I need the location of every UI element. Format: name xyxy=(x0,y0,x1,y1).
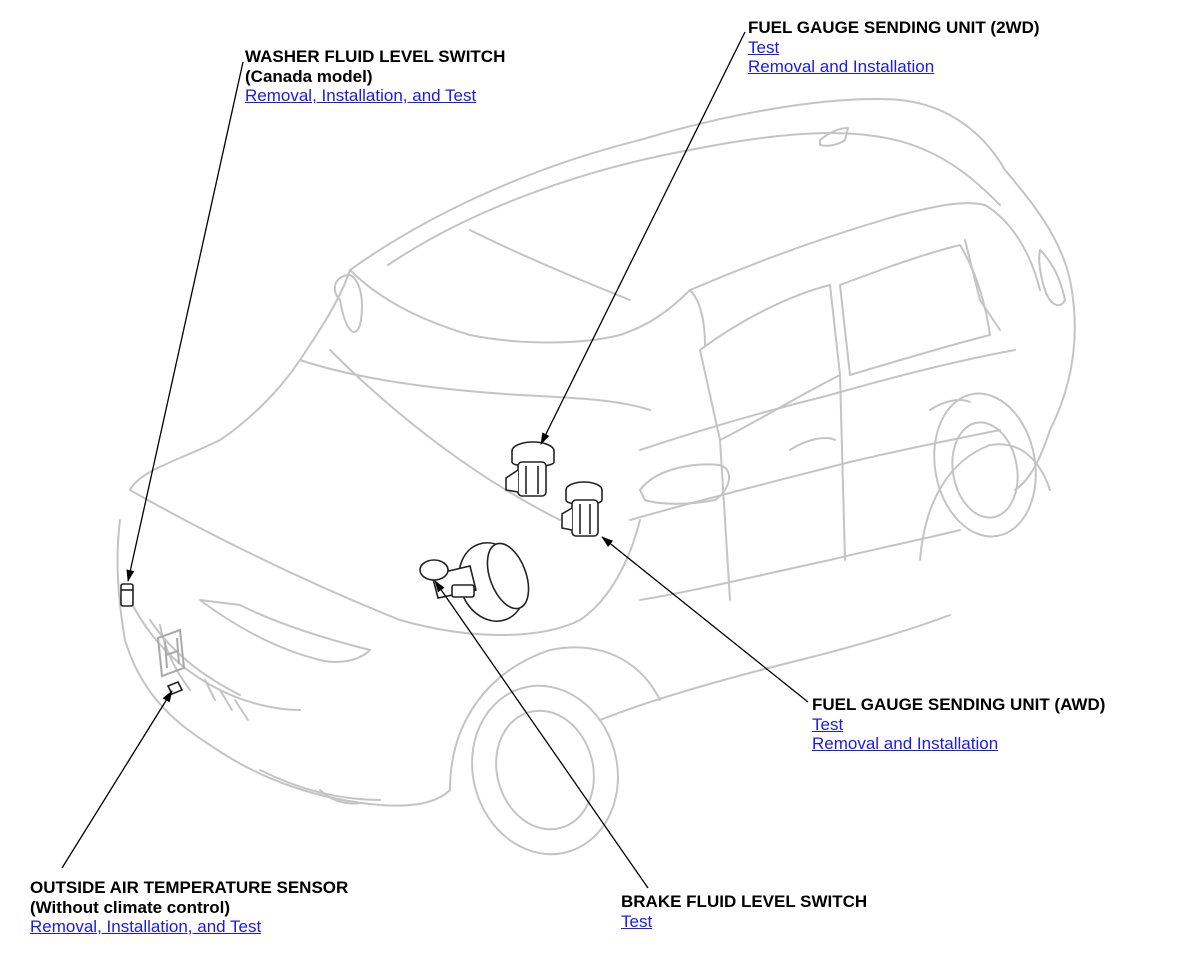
oat-callout-subtitle: (Without climate control) xyxy=(30,897,231,917)
brake-fluid-level-switch-part xyxy=(419,542,530,622)
washer-leader-line xyxy=(126,61,244,582)
fuel-gauge-sending-unit-awd-part xyxy=(561,481,603,537)
washer-callout-subtitle: (Canada model) xyxy=(245,66,373,86)
fuel-2wd-test-link[interactable]: Test xyxy=(748,37,780,57)
oat-callout-title: OUTSIDE AIR TEMPERATURE SENSOR xyxy=(30,878,349,897)
brake-fluid-level-switch-callout: BRAKE FLUID LEVEL SWITCH Test xyxy=(621,892,867,931)
brake-test-link[interactable]: Test xyxy=(621,911,653,931)
oat-leader-line xyxy=(61,690,173,869)
outside-air-temperature-sensor-part xyxy=(166,680,184,696)
fuel-2wd-removal-installation-link[interactable]: Removal and Installation xyxy=(748,57,935,76)
fuel-awd-test-link[interactable]: Test xyxy=(812,714,844,734)
washer-fluid-level-switch-callout: WASHER FLUID LEVEL SWITCH (Canada model)… xyxy=(245,47,505,106)
fuel-gauge-sending-unit-awd-callout: FUEL GAUGE SENDING UNIT (AWD) Test Remov… xyxy=(812,695,1105,754)
brake-callout-title: BRAKE FLUID LEVEL SWITCH xyxy=(621,892,868,911)
fuel-awd-leader-line xyxy=(601,536,809,703)
honda-emblem xyxy=(156,628,186,678)
fuel-awd-callout-title: FUEL GAUGE SENDING UNIT (AWD) xyxy=(812,695,1106,714)
fuel-gauge-sending-unit-2wd-part xyxy=(505,441,555,497)
washer-fluid-level-switch-part xyxy=(120,583,134,607)
washer-removal-installation-test-link[interactable]: Removal, Installation, and Test xyxy=(245,86,477,105)
fuel-2wd-callout-title: FUEL GAUGE SENDING UNIT (2WD) xyxy=(748,18,1040,37)
fuel-2wd-leader-line xyxy=(540,31,746,445)
outside-air-temperature-sensor-callout: OUTSIDE AIR TEMPERATURE SENSOR (Without … xyxy=(30,878,348,937)
oat-removal-installation-test-link[interactable]: Removal, Installation, and Test xyxy=(30,917,262,936)
washer-callout-title: WASHER FLUID LEVEL SWITCH xyxy=(245,47,506,66)
leader-lines xyxy=(61,31,809,889)
fuel-awd-removal-installation-link[interactable]: Removal and Installation xyxy=(812,734,999,753)
fuel-gauge-sending-unit-2wd-callout: FUEL GAUGE SENDING UNIT (2WD) Test Remov… xyxy=(748,18,1040,77)
car-body-outline xyxy=(116,98,1076,856)
brake-leader-line xyxy=(434,580,649,889)
